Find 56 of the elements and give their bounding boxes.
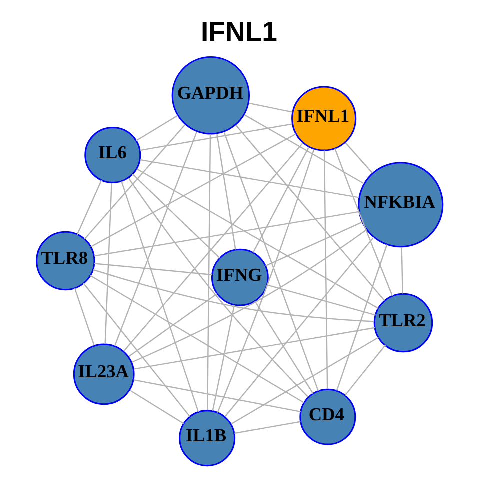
connector	[94, 211, 360, 257]
connector	[324, 150, 328, 390]
connector	[132, 229, 368, 364]
node-circle: IL1B	[179, 410, 236, 467]
connector	[83, 283, 190, 417]
node-circle: TLR8	[36, 231, 96, 291]
node-circle: NFKBIA	[358, 162, 444, 248]
connector	[104, 182, 112, 344]
connector	[336, 244, 388, 391]
node-circle: GAPDH	[172, 56, 250, 135]
diagram-title: IFNL1	[201, 16, 278, 47]
node-circle: TLR2	[374, 293, 434, 353]
connector	[344, 344, 386, 396]
connector	[345, 142, 374, 174]
connector	[90, 275, 304, 404]
connector	[254, 300, 314, 394]
connector	[234, 421, 301, 434]
connector	[334, 148, 394, 297]
connector	[249, 102, 293, 113]
connector	[401, 248, 404, 294]
connector	[236, 124, 386, 302]
connector	[224, 132, 320, 392]
connector	[140, 159, 360, 198]
connector	[92, 269, 374, 322]
connector	[124, 142, 304, 352]
connector	[231, 337, 379, 425]
node-circle: IL23A	[73, 344, 135, 406]
connector	[121, 182, 200, 412]
connector	[266, 222, 363, 267]
connector	[136, 168, 379, 310]
connector	[114, 132, 198, 346]
connector	[140, 124, 293, 152]
node-circle: CD4	[300, 388, 356, 446]
connector	[216, 134, 236, 250]
connector	[94, 263, 213, 276]
connector	[76, 180, 102, 236]
connector	[266, 284, 376, 316]
connector	[244, 114, 365, 184]
connector	[207, 134, 212, 410]
connector	[252, 146, 310, 253]
node-circle: IFNL1	[292, 86, 357, 152]
connector	[224, 236, 374, 417]
connector	[212, 304, 236, 412]
connector	[217, 149, 315, 414]
connector	[128, 178, 309, 398]
connector	[130, 390, 184, 424]
connector	[134, 327, 376, 370]
connector	[90, 134, 296, 248]
connector	[74, 288, 95, 346]
connector	[136, 115, 178, 142]
node-circle: IFNG	[211, 248, 269, 306]
connector	[132, 174, 220, 259]
connector	[84, 124, 186, 240]
connector	[128, 293, 218, 358]
connector	[134, 379, 301, 413]
node-circle: IL6	[84, 126, 142, 184]
